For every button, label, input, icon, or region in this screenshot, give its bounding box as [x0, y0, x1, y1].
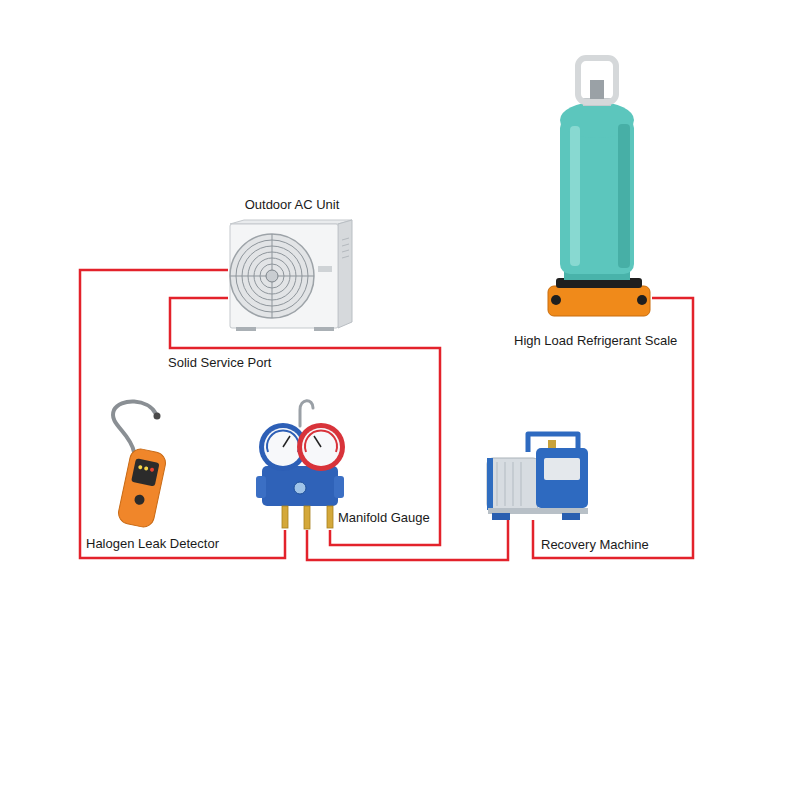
leak-detector-illustration — [113, 401, 168, 528]
pump-plate — [544, 458, 580, 480]
machine-foot — [492, 513, 510, 520]
refrigerant-hose — [307, 520, 508, 560]
device-box: High Load Refrigerant Scale — [545, 38, 652, 320]
motor-fin — [513, 462, 514, 506]
ac-side-vent — [342, 244, 349, 246]
refrigerant-hose — [170, 298, 440, 545]
motor-fin — [505, 462, 506, 506]
motor-end-cap — [487, 458, 493, 510]
detector-body-group — [116, 447, 167, 529]
high-gauge-needle — [314, 436, 321, 447]
low-valve-knob — [256, 476, 266, 498]
manifold-gauge-illustration — [256, 401, 345, 529]
motor-fin — [521, 462, 522, 506]
ac-side-vent — [342, 238, 349, 240]
ac-top-face — [230, 220, 352, 224]
device-label: Recovery Machine — [541, 537, 649, 552]
detector-gooseneck — [113, 401, 156, 452]
machine-port — [548, 440, 556, 449]
ac-foot — [314, 327, 334, 331]
device-box: Manifold Gauge — [255, 398, 345, 530]
device-label: Halogen Leak Detector — [86, 536, 219, 551]
device-label: Outdoor AC Unit — [245, 197, 340, 212]
high-gauge-face — [302, 428, 340, 466]
low-gauge-face — [264, 428, 302, 466]
ac-side-face — [338, 220, 352, 328]
device-box: Recovery Machine — [485, 428, 591, 520]
device-label: Manifold Gauge — [338, 510, 430, 525]
brass-port — [304, 506, 310, 529]
fan-grille — [230, 234, 314, 318]
high-valve-knob — [334, 476, 344, 498]
detector-probe-tip — [154, 413, 161, 420]
low-gauge-needle — [283, 436, 290, 447]
manifold-body — [262, 466, 338, 506]
ac-foot — [236, 327, 256, 331]
low-gauge-scale — [267, 430, 299, 452]
detector-led — [138, 465, 143, 470]
scale-pad — [637, 295, 647, 305]
gauge-hook — [300, 401, 313, 426]
ac-side-vent — [342, 250, 349, 252]
scale-pad — [551, 295, 561, 305]
label-holder: Solid Service Port — [168, 355, 271, 370]
scale-base — [548, 286, 650, 316]
detector-display — [131, 458, 159, 486]
machine-motor — [487, 458, 539, 510]
device-box: Halogen Leak Detector — [95, 398, 173, 532]
refrigerant-scale-illustration — [548, 58, 650, 316]
machine-foot — [562, 513, 580, 520]
connector-group — [80, 270, 693, 560]
tank-highlight — [570, 126, 580, 266]
motor-fin — [497, 462, 498, 506]
tank-body — [560, 118, 634, 274]
device-box: Outdoor AC Unit — [228, 218, 354, 332]
detector-led — [144, 466, 149, 471]
tank-shade — [618, 124, 630, 268]
fan-hub — [266, 270, 278, 282]
ac-badge — [318, 266, 332, 272]
detector-led — [150, 467, 155, 472]
brass-port — [282, 506, 288, 528]
brass-port — [327, 506, 333, 528]
sight-glass — [294, 482, 306, 494]
device-label: High Load Refrigerant Scale — [514, 333, 677, 348]
tank-valve-guard — [578, 58, 616, 102]
pump-head — [536, 448, 588, 508]
detector-button — [134, 494, 146, 506]
detector-body — [116, 447, 167, 529]
ac-unit-illustration — [230, 220, 352, 331]
tank-valve — [590, 80, 604, 100]
high-gauge-housing — [297, 423, 345, 471]
ac-front-face — [230, 224, 338, 328]
port-label: Solid Service Port — [168, 355, 271, 370]
high-gauge-scale — [305, 430, 337, 452]
ac-side-vent — [342, 256, 349, 258]
recovery-machine-illustration — [487, 434, 588, 520]
